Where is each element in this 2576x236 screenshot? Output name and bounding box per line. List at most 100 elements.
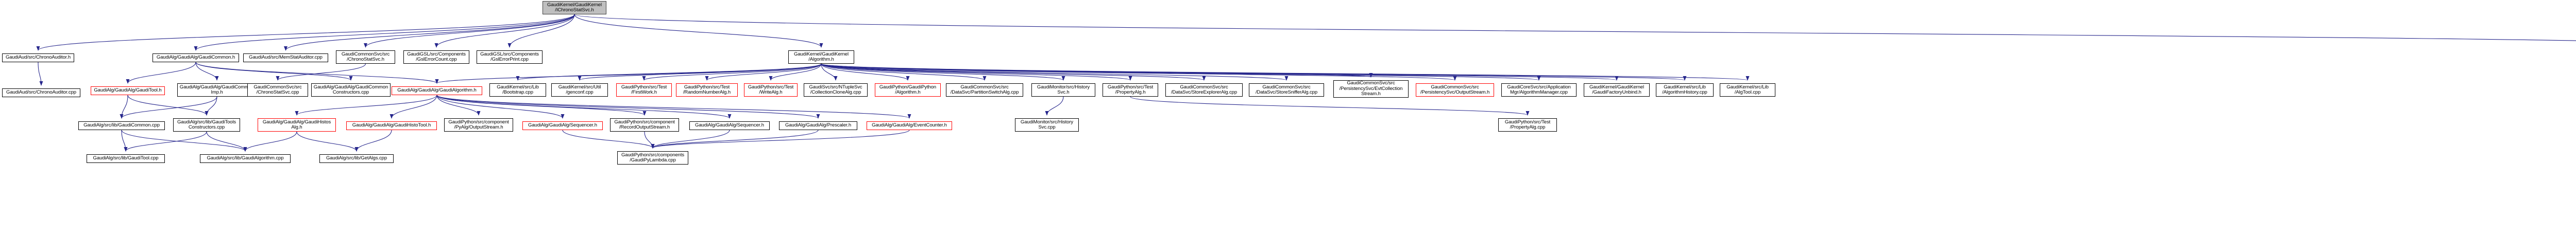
graph-node[interactable]: GaudiPython/src/component /RecordOutputS… xyxy=(610,118,679,132)
graph-edge xyxy=(436,95,647,116)
graph-node[interactable]: GaudiAlg/GaudiAlg/EventCounter.h xyxy=(867,121,952,130)
graph-edge xyxy=(434,14,575,48)
graph-node[interactable]: GaudiCommonSvc/src /DataSvc/StoreExplore… xyxy=(1165,83,1243,97)
graph-edge xyxy=(1045,96,1064,116)
graph-node[interactable]: GaudiCommonSvc/src /PersistencySvc/Outpu… xyxy=(1416,83,1494,97)
graph-node[interactable]: GaudiPython/src/Test /FirstWork.h xyxy=(616,83,672,97)
graph-edge xyxy=(436,95,732,119)
graph-edge xyxy=(120,96,217,119)
graph-edge xyxy=(389,95,437,119)
graph-edge xyxy=(651,130,730,149)
graph-edge xyxy=(574,14,2576,41)
graph-edge xyxy=(642,63,822,81)
graph-node[interactable]: GaudiKernel/src/Lib /AlgorithmHistory.cp… xyxy=(1656,83,1714,97)
graph-edge xyxy=(644,131,655,149)
graph-edge xyxy=(295,95,437,116)
graph-edge xyxy=(126,62,196,84)
graph-node[interactable]: GaudiAlg/src/lib/GaudiCommon.cpp xyxy=(78,121,165,130)
graph-edge xyxy=(821,63,1749,81)
graph-node[interactable]: GaudiAlg/GaudiAlg/GaudiCommon Imp.h xyxy=(177,83,257,97)
graph-node[interactable]: GaudiGSL/src/Components /GslErrorPrint.c… xyxy=(477,50,543,64)
graph-node[interactable]: GaudiKernel/src/Lib /Bootstrap.cpp xyxy=(489,83,546,97)
graph-edge xyxy=(276,63,366,81)
graph-node[interactable]: GaudiAlg/src/lib/GaudiTools Constructors… xyxy=(173,118,240,132)
graph-node[interactable]: GaudiAlg/GaudiAlg/Sequencer.h xyxy=(522,121,603,130)
graph-node[interactable]: GaudiPython/src/Test /PropertyAlg.h xyxy=(1103,83,1158,97)
graph-node[interactable]: GaudiCommonSvc/src /DataSvc/PartitionSwi… xyxy=(946,83,1023,97)
graph-node[interactable]: GaudiSvc/src/NTupleSvc /CollectionCloneA… xyxy=(804,83,868,97)
graph-node[interactable]: GaudiAlg/GaudiAlg/GaudiCommon Constructo… xyxy=(311,83,391,97)
graph-node[interactable]: GaudiCommonSvc/src /ChronoStatSvc.cpp xyxy=(247,83,308,97)
graph-node[interactable]: GaudiKernel/GaudiKernel /Algorithm.h xyxy=(788,50,854,64)
graph-edge xyxy=(651,130,910,149)
graph-node[interactable]: GaudiAlg/GaudiAlg/GaudiHistos Alg.h xyxy=(258,118,336,132)
graph-edge xyxy=(436,95,911,119)
graph-node[interactable]: GaudiAlg/GaudiAlg/Prescaler.h xyxy=(779,121,857,130)
graph-node[interactable]: GaudiCommonSvc/src /PersistencySvc/EvtCo… xyxy=(1333,80,1409,98)
graph-edge xyxy=(821,63,1288,81)
graph-node-root[interactable]: GaudiKernel/GaudiKernel /IChronoStatSvc.… xyxy=(543,1,606,14)
graph-edge xyxy=(296,131,359,152)
graph-edge xyxy=(195,62,439,84)
graph-node[interactable]: GaudiCommonSvc/src /DataSvc/StoreSniffer… xyxy=(1249,83,1324,97)
graph-node[interactable]: GaudiAlg/GaudiAlg/GaudiCommon.h xyxy=(152,53,239,62)
graph-edge xyxy=(243,131,297,152)
graph-edge xyxy=(36,14,575,51)
graph-node[interactable]: GaudiPython/src/Test /WriteAlg.h xyxy=(744,83,798,97)
graph-edge xyxy=(364,14,575,48)
graph-node[interactable]: GaudiPython/src/components /GaudiPyLambd… xyxy=(617,151,688,165)
graph-edge xyxy=(769,63,822,81)
graph-edge xyxy=(124,131,207,152)
graph-edge xyxy=(120,95,128,119)
graph-node[interactable]: GaudiPython/src/Test /RandomNumberAlg.h xyxy=(676,83,738,97)
graph-edge xyxy=(821,63,910,81)
graph-edge xyxy=(562,130,655,149)
graph-edge xyxy=(705,63,822,81)
graph-edge xyxy=(821,63,1618,81)
graph-node[interactable]: GaudiMonitor/src/History Svc.cpp xyxy=(1015,118,1079,132)
graph-edge xyxy=(821,63,1132,81)
graph-node[interactable]: GaudiAlg/GaudiAlg/Sequencer.h xyxy=(689,121,770,130)
graph-edge xyxy=(205,96,217,116)
graph-node[interactable]: GaudiAlg/src/lib/GetAlgs.cpp xyxy=(319,154,394,163)
graph-edge xyxy=(206,131,247,152)
graph-edge xyxy=(821,63,1372,78)
graph-edge xyxy=(821,63,1540,81)
graph-edge xyxy=(574,14,823,48)
graph-node[interactable]: GaudiAlg/GaudiAlg/GaudiTool.h xyxy=(91,86,165,95)
graph-node[interactable]: GaudiKernel/GaudiKernel /GaudiFactoryUnb… xyxy=(1584,83,1650,97)
graph-edge xyxy=(821,63,1686,81)
graph-node[interactable]: GaudiAud/src/MemStatAuditor.cpp xyxy=(243,53,328,62)
graph-edge xyxy=(821,63,1065,81)
graph-node[interactable]: GaudiCoreSvc/src/Application Mgr/Algorit… xyxy=(1501,83,1577,97)
graph-edge xyxy=(195,62,353,81)
graph-node[interactable]: GaudiMonitor/src/History Svc.h xyxy=(1031,83,1095,97)
graph-edge xyxy=(516,63,822,81)
graph-node[interactable]: GaudiPython/src/Test /PropertyAlg.cpp xyxy=(1498,118,1557,132)
graph-edge xyxy=(821,63,987,81)
graph-edge xyxy=(578,63,822,81)
graph-node[interactable]: GaudiAlg/GaudiAlg/GaudiHistoTool.h xyxy=(346,121,437,130)
graph-node[interactable]: GaudiKernel/src/Util /genconf.cpp xyxy=(551,83,608,97)
graph-node[interactable]: GaudiGSL/src/Components /GslErrorCount.c… xyxy=(403,50,469,64)
graph-edge xyxy=(821,63,1456,81)
graph-edge xyxy=(507,14,575,48)
graph-edge xyxy=(194,14,575,51)
graph-node[interactable]: GaudiCommonSvc/src /ChronoStatSvc.h xyxy=(336,50,395,64)
graph-edge xyxy=(436,95,820,119)
graph-edge xyxy=(195,62,219,81)
graph-edge xyxy=(651,130,819,149)
graph-node[interactable]: GaudiKernel/src/Lib /AlgTool.cpp xyxy=(1720,83,1775,97)
graph-node[interactable]: GaudiAud/src/ChronoAuditor.cpp xyxy=(2,88,80,97)
graph-node[interactable]: GaudiAlg/GaudiAlg/GaudiAlgorithm.h xyxy=(392,86,482,95)
graph-node[interactable]: GaudiAlg/src/lib/GaudiTool.cpp xyxy=(87,154,165,163)
graph-node[interactable]: GaudiAlg/src/lib/GaudiAlgorithm.cpp xyxy=(200,154,291,163)
graph-node[interactable]: GaudiAud/src/ChronoAuditor.h xyxy=(2,53,74,62)
graph-edge xyxy=(38,62,43,86)
graph-edge xyxy=(121,130,247,152)
graph-node[interactable]: GaudiPython/src/component /PyAlg/OutputS… xyxy=(444,118,513,132)
graph-edge xyxy=(435,63,822,84)
graph-edge xyxy=(354,130,392,152)
graph-node[interactable]: GaudiPython/GaudiPython /Algorithm.h xyxy=(875,83,941,97)
